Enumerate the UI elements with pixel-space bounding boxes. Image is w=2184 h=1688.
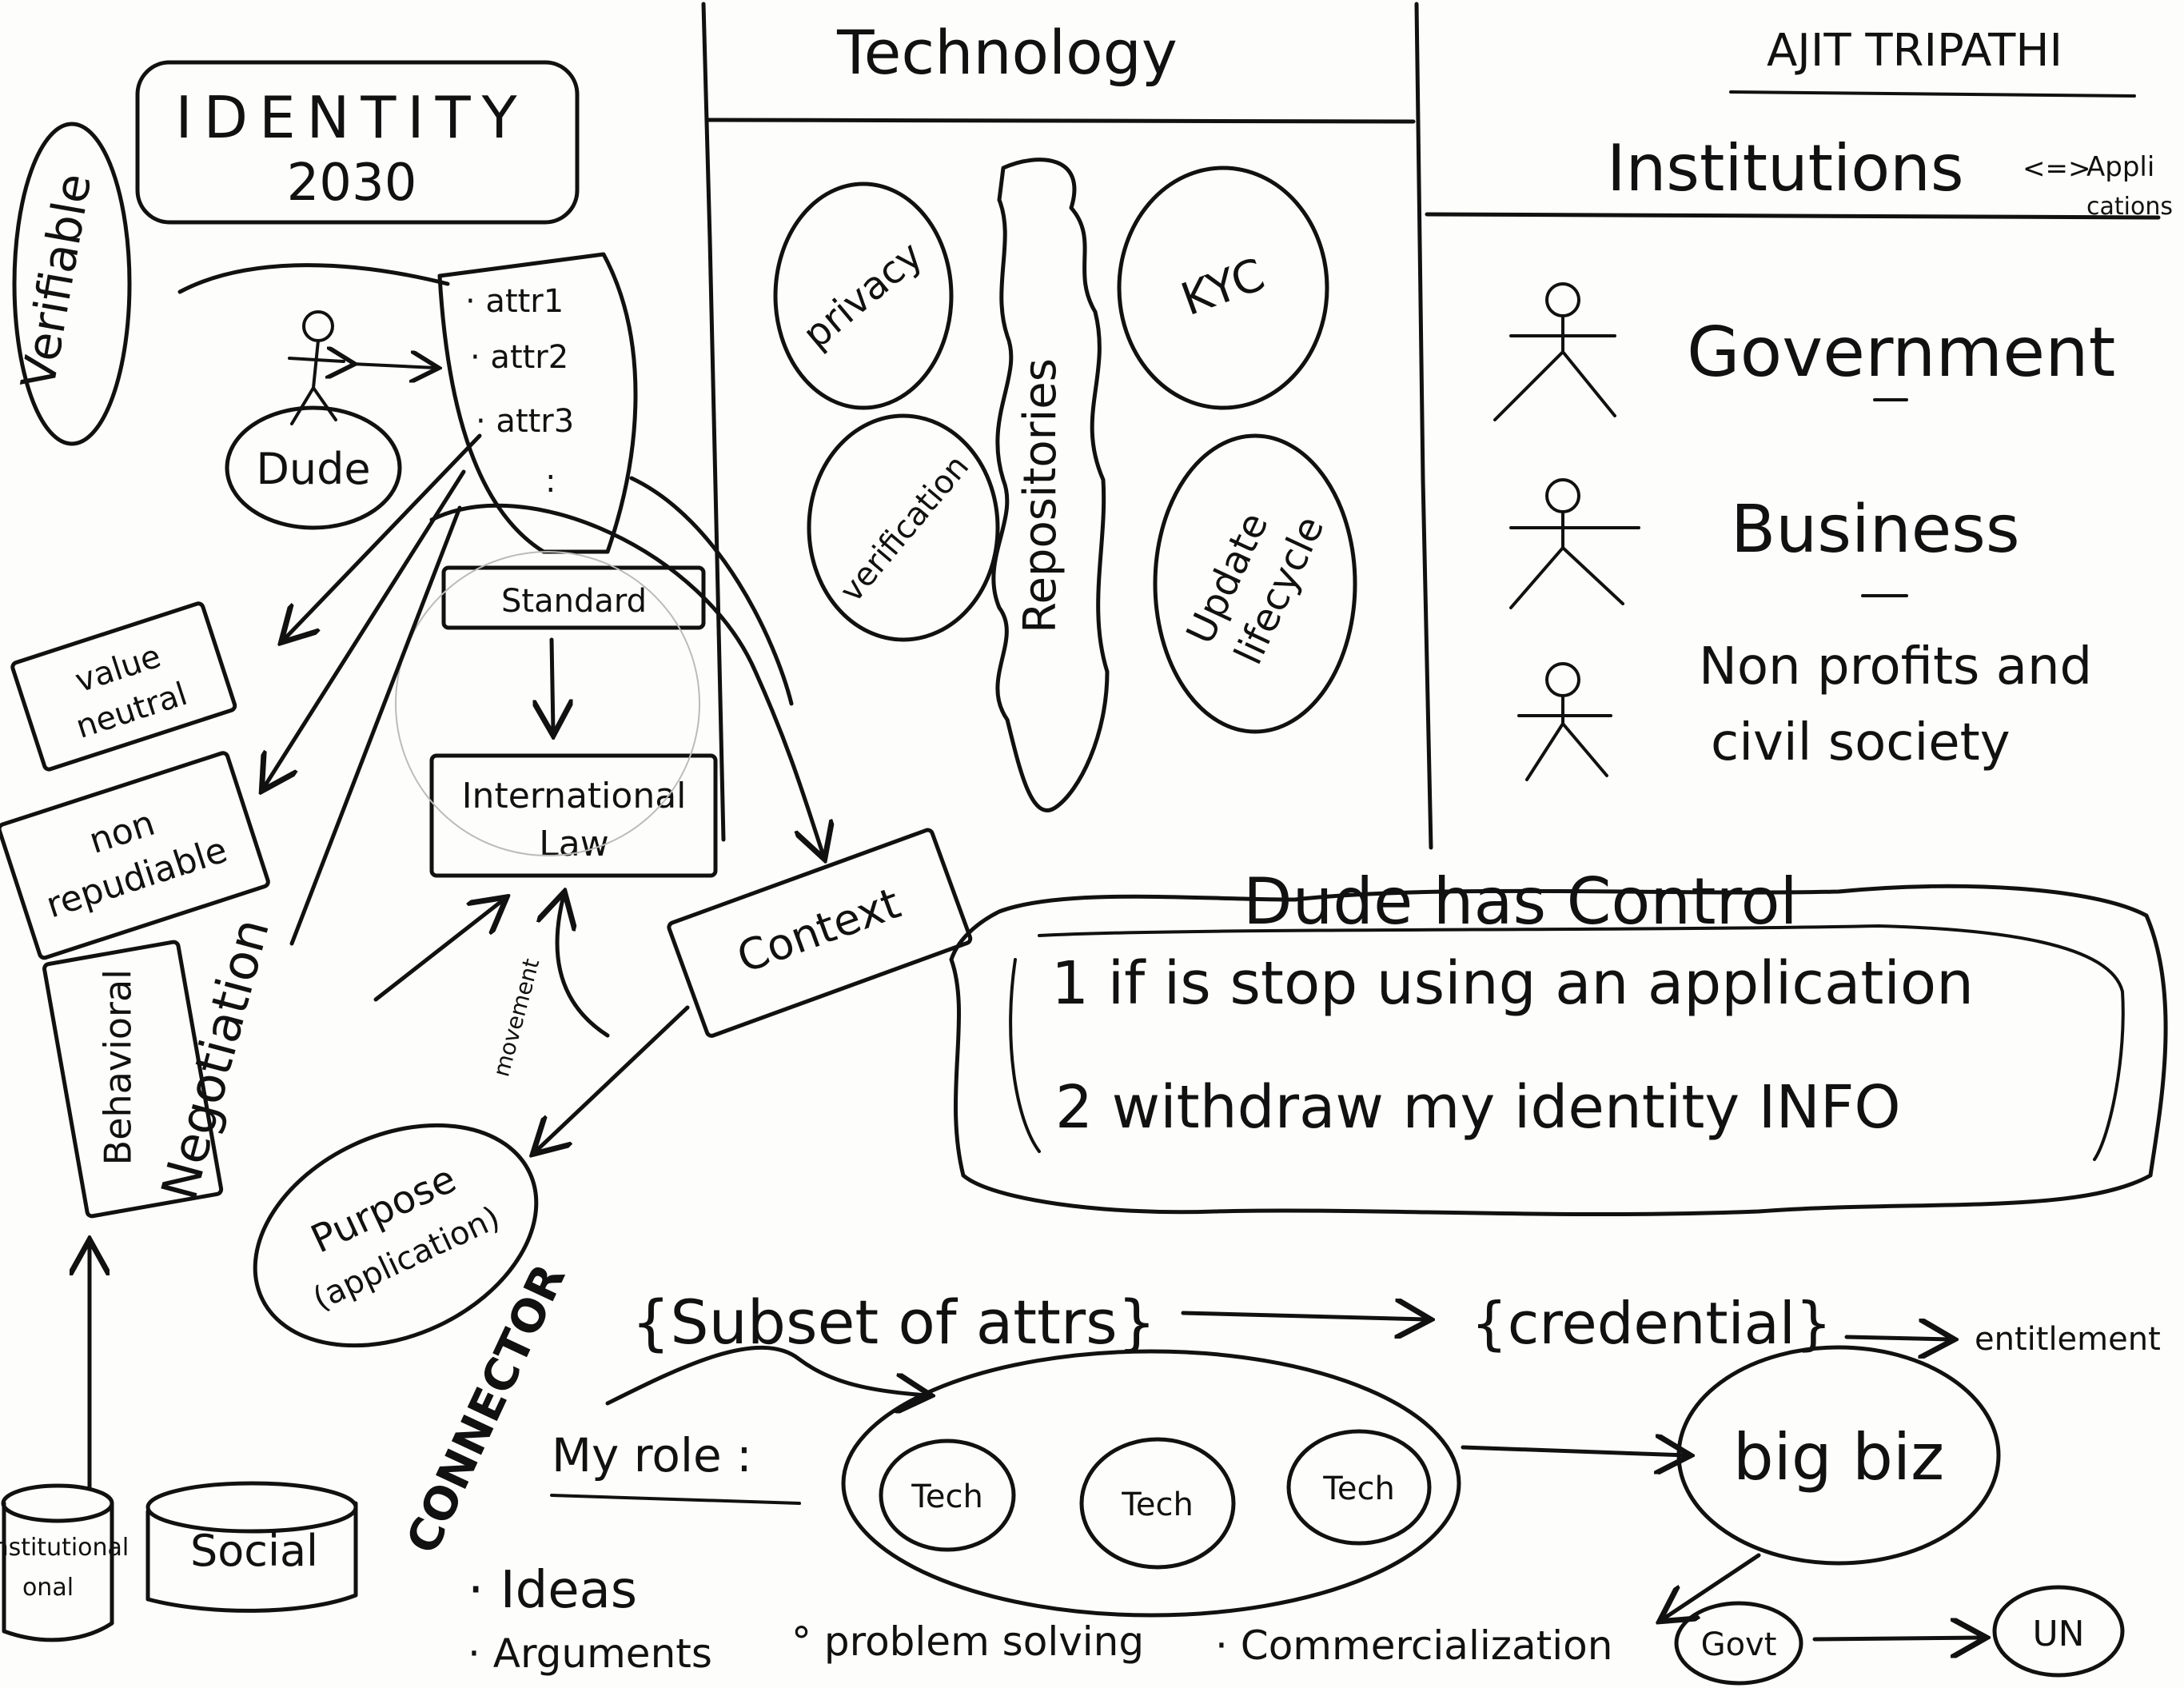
tech-oval-2: Tech <box>1079 1437 1236 1570</box>
credential-label: {credential} <box>1471 1290 1832 1357</box>
attr-1: · attr1 <box>465 283 564 320</box>
civil-society-label: civil society <box>1711 713 2011 772</box>
government-label: Government <box>1687 313 2115 393</box>
identity-title: IDENTITY <box>175 84 528 151</box>
control-heading: Dude has Control <box>1243 864 1798 939</box>
repositories-cloud: Repositories <box>991 158 1110 812</box>
tech-label-2: Tech <box>1121 1486 1194 1523</box>
international-law-box: International Law <box>429 753 718 878</box>
context-box: Context <box>667 828 973 1038</box>
dude-label: Dude <box>256 444 370 494</box>
nonprofits-label: Non profits and <box>1699 637 2092 696</box>
behavioral-box: Behavioral <box>42 940 224 1219</box>
standard-label: Standard <box>501 583 647 620</box>
tech-label-3: Tech <box>1322 1471 1395 1507</box>
tech-oval-3: Tech <box>1286 1429 1432 1546</box>
tech-oval-1: Tech <box>879 1439 1016 1552</box>
big-biz-label: big biz <box>1733 1420 1944 1494</box>
un-label: UN <box>2032 1614 2084 1654</box>
govt-oval: Govt <box>1674 1601 1803 1686</box>
control-line-2: 2 withdraw my identity INFO <box>1055 1073 1901 1142</box>
author-signature: AJIT TRIPATHI <box>1729 25 2136 98</box>
institutional-cylinder: Institutional onal <box>0 1483 129 1642</box>
dude-oval: Dude <box>225 405 402 530</box>
movement-label: movement <box>488 956 544 1079</box>
kyc-oval: KYC <box>1117 166 1329 410</box>
applications-label-1: Appli <box>2086 151 2154 183</box>
bullet-arguments: · Arguments <box>468 1630 712 1677</box>
institutions-heading: Institutions <=> Appli cations <box>1607 131 2173 221</box>
standard-box: Standard <box>441 565 706 630</box>
bullet-problem-solving: ° problem solving <box>791 1618 1144 1665</box>
bullet-commercialization: · Commercialization <box>1215 1622 1612 1669</box>
dude-figure-icon <box>288 310 345 425</box>
column-dividers <box>701 2 2161 850</box>
social-cylinder: Social <box>145 1481 358 1613</box>
attr-2: · attr2 <box>470 339 568 376</box>
repositories-label: Repositories <box>1014 358 1066 633</box>
person-nonprofit-icon <box>1517 662 1612 781</box>
person-business-icon <box>1509 478 1640 609</box>
institutional-suffix: onal <box>22 1574 74 1602</box>
govt-label: Govt <box>1701 1626 1777 1663</box>
technology-heading: Technology <box>836 17 1178 88</box>
update-lifecycle-oval: Update lifecycle <box>1153 433 1357 734</box>
attributes-blob: · attr1 · attr2 · attr3 : <box>437 252 638 554</box>
big-biz-oval: big biz <box>1676 1345 2001 1566</box>
social-label: Social <box>190 1526 318 1576</box>
applications-label-2: cations <box>2086 193 2173 221</box>
law-label: Law <box>539 824 608 864</box>
my-role-label: My role : <box>552 1428 752 1482</box>
identity-2030-box: IDENTITY 2030 <box>135 60 580 225</box>
author-name: AJIT TRIPATHI <box>1767 25 2062 77</box>
subset-of-attrs: {Subset of attrs} <box>632 1287 1156 1358</box>
connector-label: CONNECTOR <box>397 1256 576 1562</box>
entitlement-label: entitlement <box>1975 1321 2161 1358</box>
negotiation-label: Negotiation <box>149 912 281 1206</box>
tech-label-1: Tech <box>911 1478 983 1515</box>
control-cloud <box>949 884 2168 1217</box>
behavioral-label: Behavioral <box>96 969 139 1165</box>
business-label: Business <box>1731 492 2020 568</box>
value-neutral-box: value neutral <box>10 601 237 772</box>
bullet-ideas: · Ideas <box>468 1561 637 1620</box>
verification-oval: verification <box>807 413 1000 642</box>
institutional-label: Institutional <box>0 1534 129 1562</box>
attr-more: : <box>545 463 556 500</box>
tech-group-oval <box>841 1349 1461 1618</box>
identity-year: 2030 <box>287 154 417 213</box>
institutions-arrow: <=> <box>2023 153 2090 185</box>
person-government-icon <box>1493 282 1616 421</box>
verifiable-oval: Verifiable <box>10 122 132 446</box>
attr-3: · attr3 <box>476 403 574 440</box>
verification-label: verification <box>833 449 976 609</box>
control-line-1: 1 if is stop using an application <box>1051 949 1974 1018</box>
un-oval: UN <box>1992 1585 2125 1678</box>
kyc-label: KYC <box>1174 249 1271 326</box>
institutions-label: Institutions <box>1607 131 1964 206</box>
privacy-oval: privacy <box>773 182 954 410</box>
international-label: International <box>462 776 687 816</box>
privacy-label: privacy <box>795 233 931 357</box>
